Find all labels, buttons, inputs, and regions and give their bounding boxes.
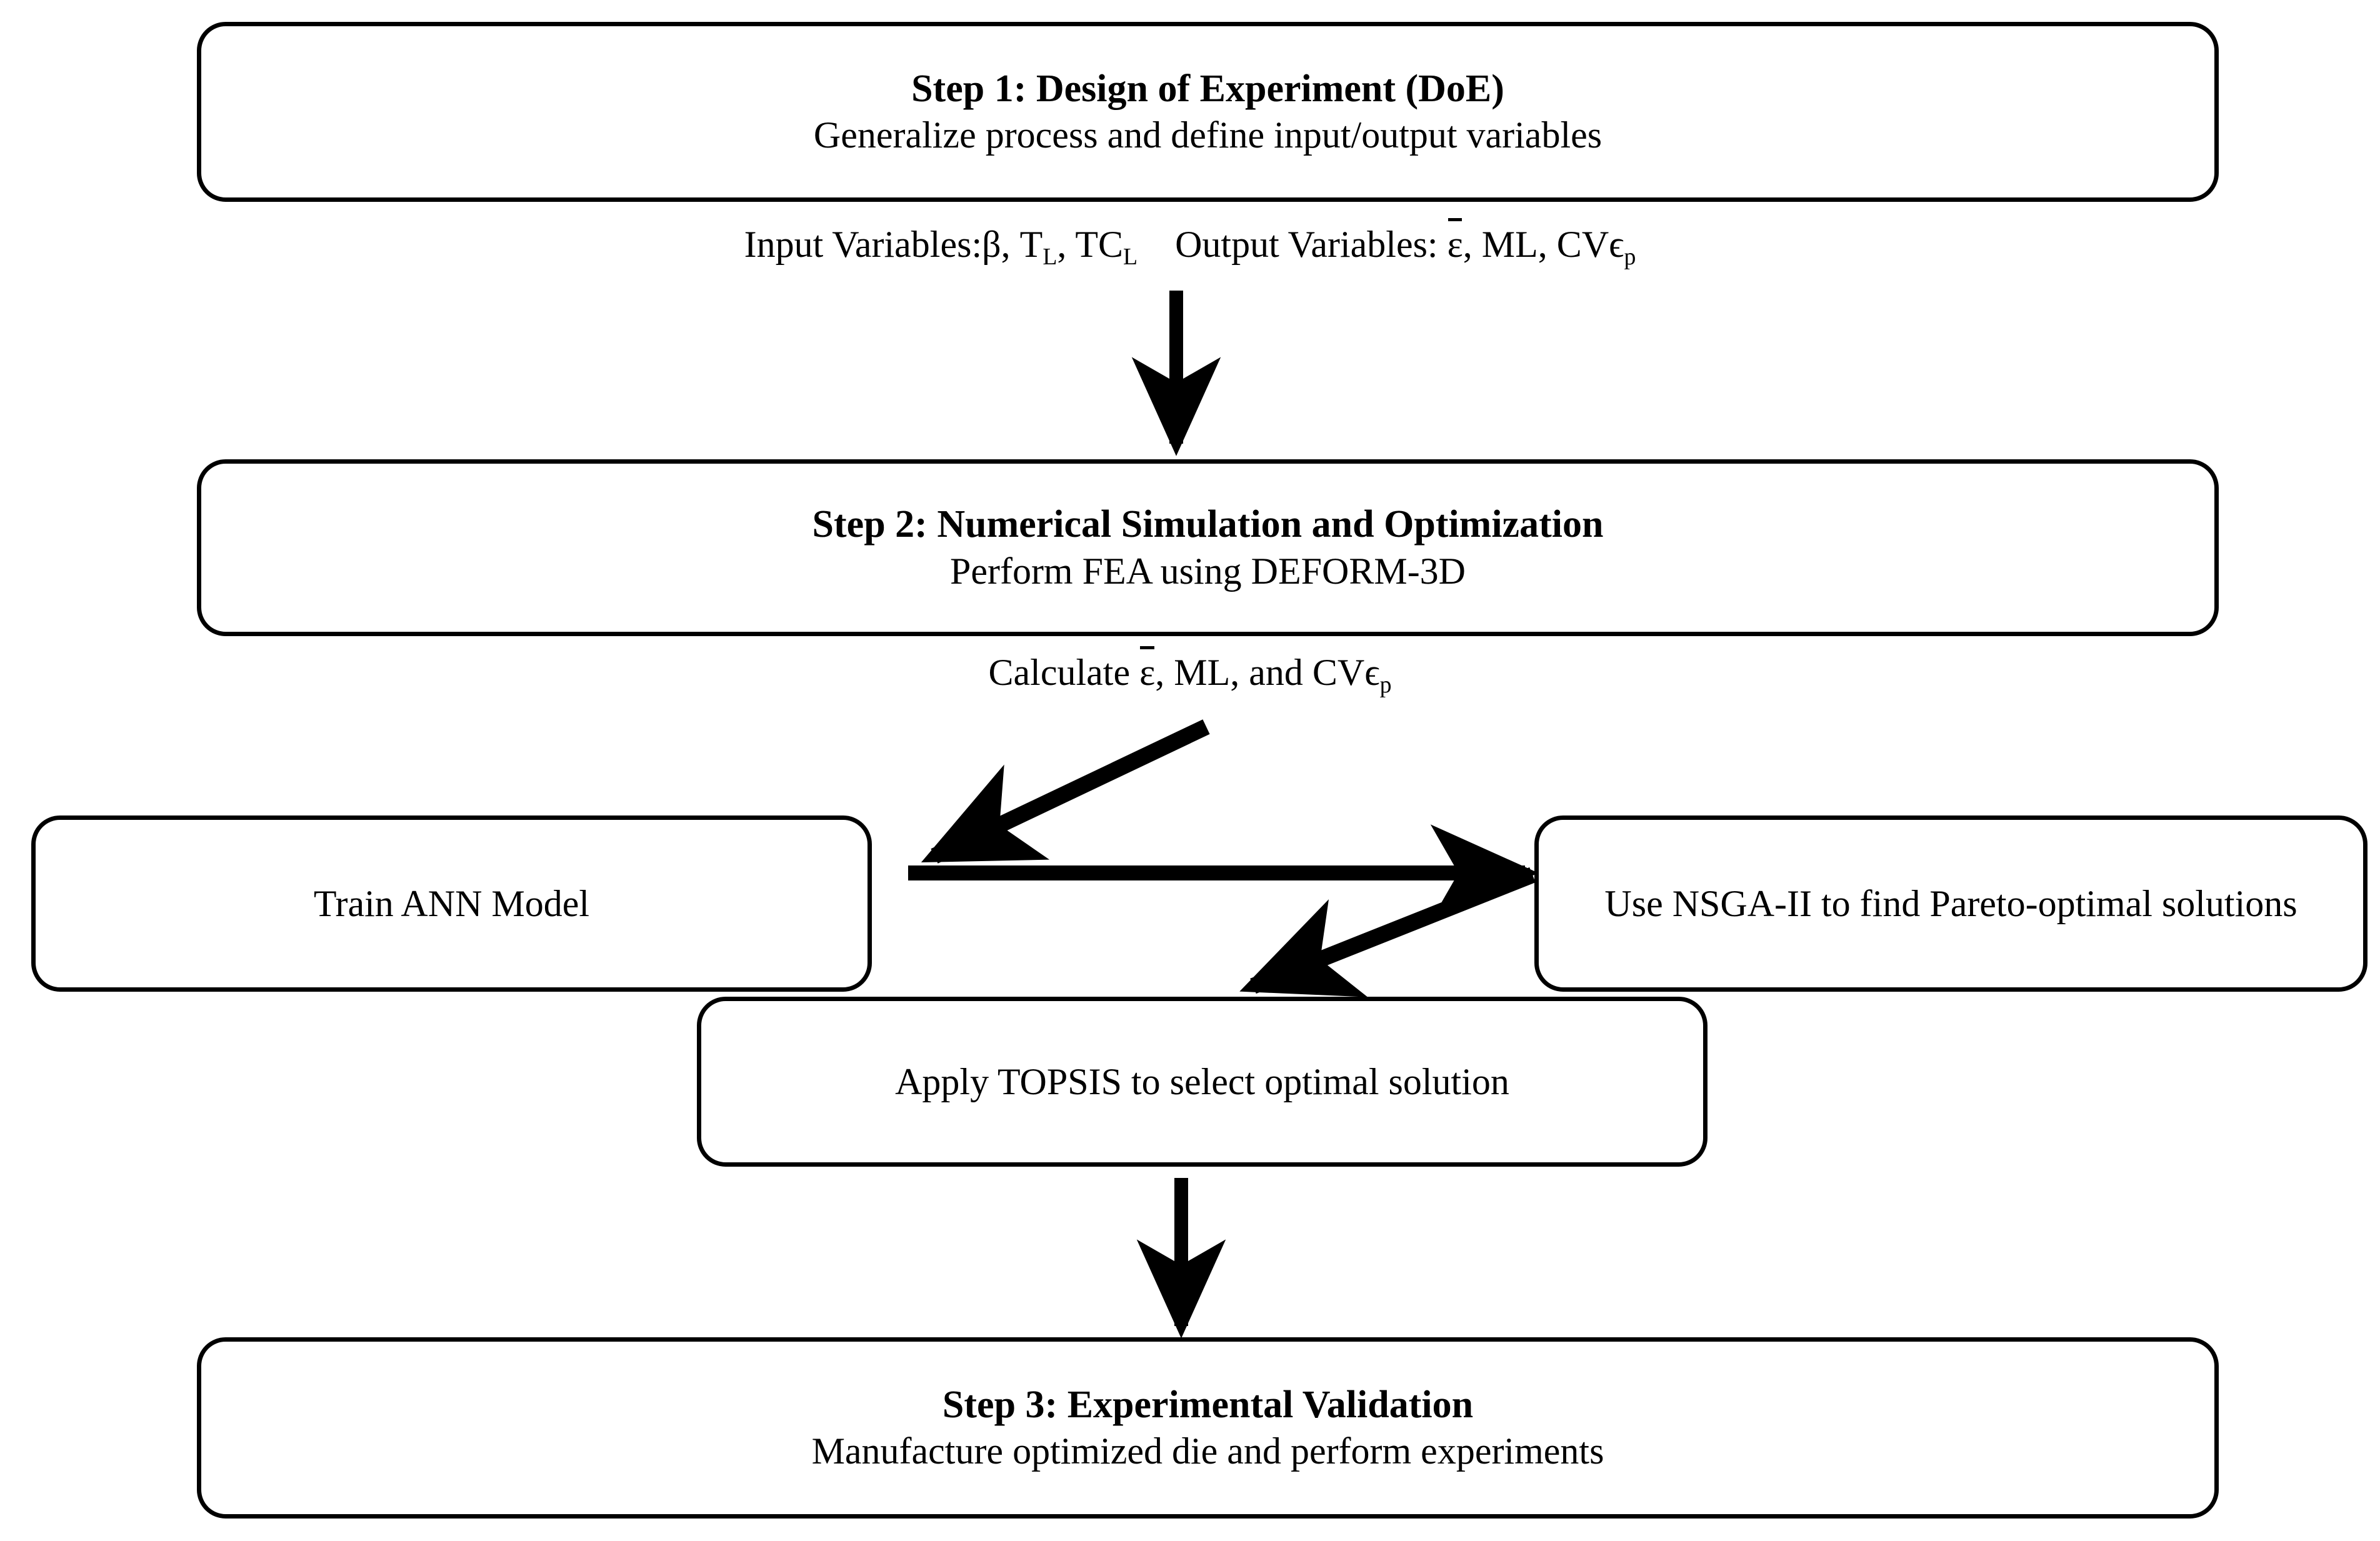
input-subscript-l1: L: [1042, 244, 1058, 271]
input-variables-label: Input Variables:: [744, 224, 982, 265]
calculate-line: Calculate ε, ML, and CVϵp: [0, 646, 2380, 699]
node-step2[interactable]: Step 2: Numerical Simulation and Optimiz…: [197, 459, 2219, 636]
calculate-prefix: Calculate: [988, 652, 1140, 693]
step1-title: Step 1: Design of Experiment (DoE): [911, 67, 1504, 110]
node-topsis[interactable]: Apply TOPSIS to select optimal solution: [697, 997, 1708, 1167]
calculate-subscript-p: p: [1379, 672, 1392, 699]
output-variables-text: Output Variables: ε, ML, CVϵp: [1175, 218, 1636, 271]
output-subscript-p: p: [1624, 244, 1636, 271]
input-variables-values-a: β, T: [982, 224, 1043, 265]
input-subscript-l2: L: [1123, 244, 1138, 271]
step3-title: Step 3: Experimental Validation: [942, 1383, 1474, 1426]
train-ann-label: Train ANN Model: [313, 883, 590, 924]
nsga-label: Use NSGA-II to find Pareto-optimal solut…: [1604, 883, 2298, 924]
node-train-ann-model[interactable]: Train ANN Model: [31, 815, 872, 992]
node-step3[interactable]: Step 3: Experimental Validation Manufact…: [197, 1337, 2219, 1519]
epsilon-bar-symbol: ε: [1139, 646, 1155, 695]
step2-subtitle: Perform FEA using DEFORM-3D: [949, 550, 1466, 592]
arrow-nsga-to-topsis: [1239, 867, 1536, 997]
arrow-step2-to-train-ann: [921, 719, 1210, 864]
input-variables-values-b: , TC: [1057, 224, 1123, 265]
node-nsga-ii[interactable]: Use NSGA-II to find Pareto-optimal solut…: [1534, 815, 2368, 992]
step2-title: Step 2: Numerical Simulation and Optimiz…: [812, 503, 1604, 546]
step3-subtitle: Manufacture optimized die and perform ex…: [811, 1430, 1604, 1472]
calculate-values: , ML, and CVϵ: [1155, 652, 1380, 693]
output-variables-values: , ML, CVϵ: [1462, 224, 1624, 265]
epsilon-bar-symbol: ε: [1448, 218, 1463, 267]
step1-subtitle: Generalize process and define input/outp…: [813, 114, 1602, 156]
node-step1[interactable]: Step 1: Design of Experiment (DoE) Gener…: [197, 22, 2219, 202]
input-variables-text: Input Variables:β, TL, TCL: [744, 222, 1138, 271]
output-variables-label: Output Variables:: [1175, 224, 1438, 265]
topsis-label: Apply TOPSIS to select optimal solution: [895, 1061, 1509, 1102]
